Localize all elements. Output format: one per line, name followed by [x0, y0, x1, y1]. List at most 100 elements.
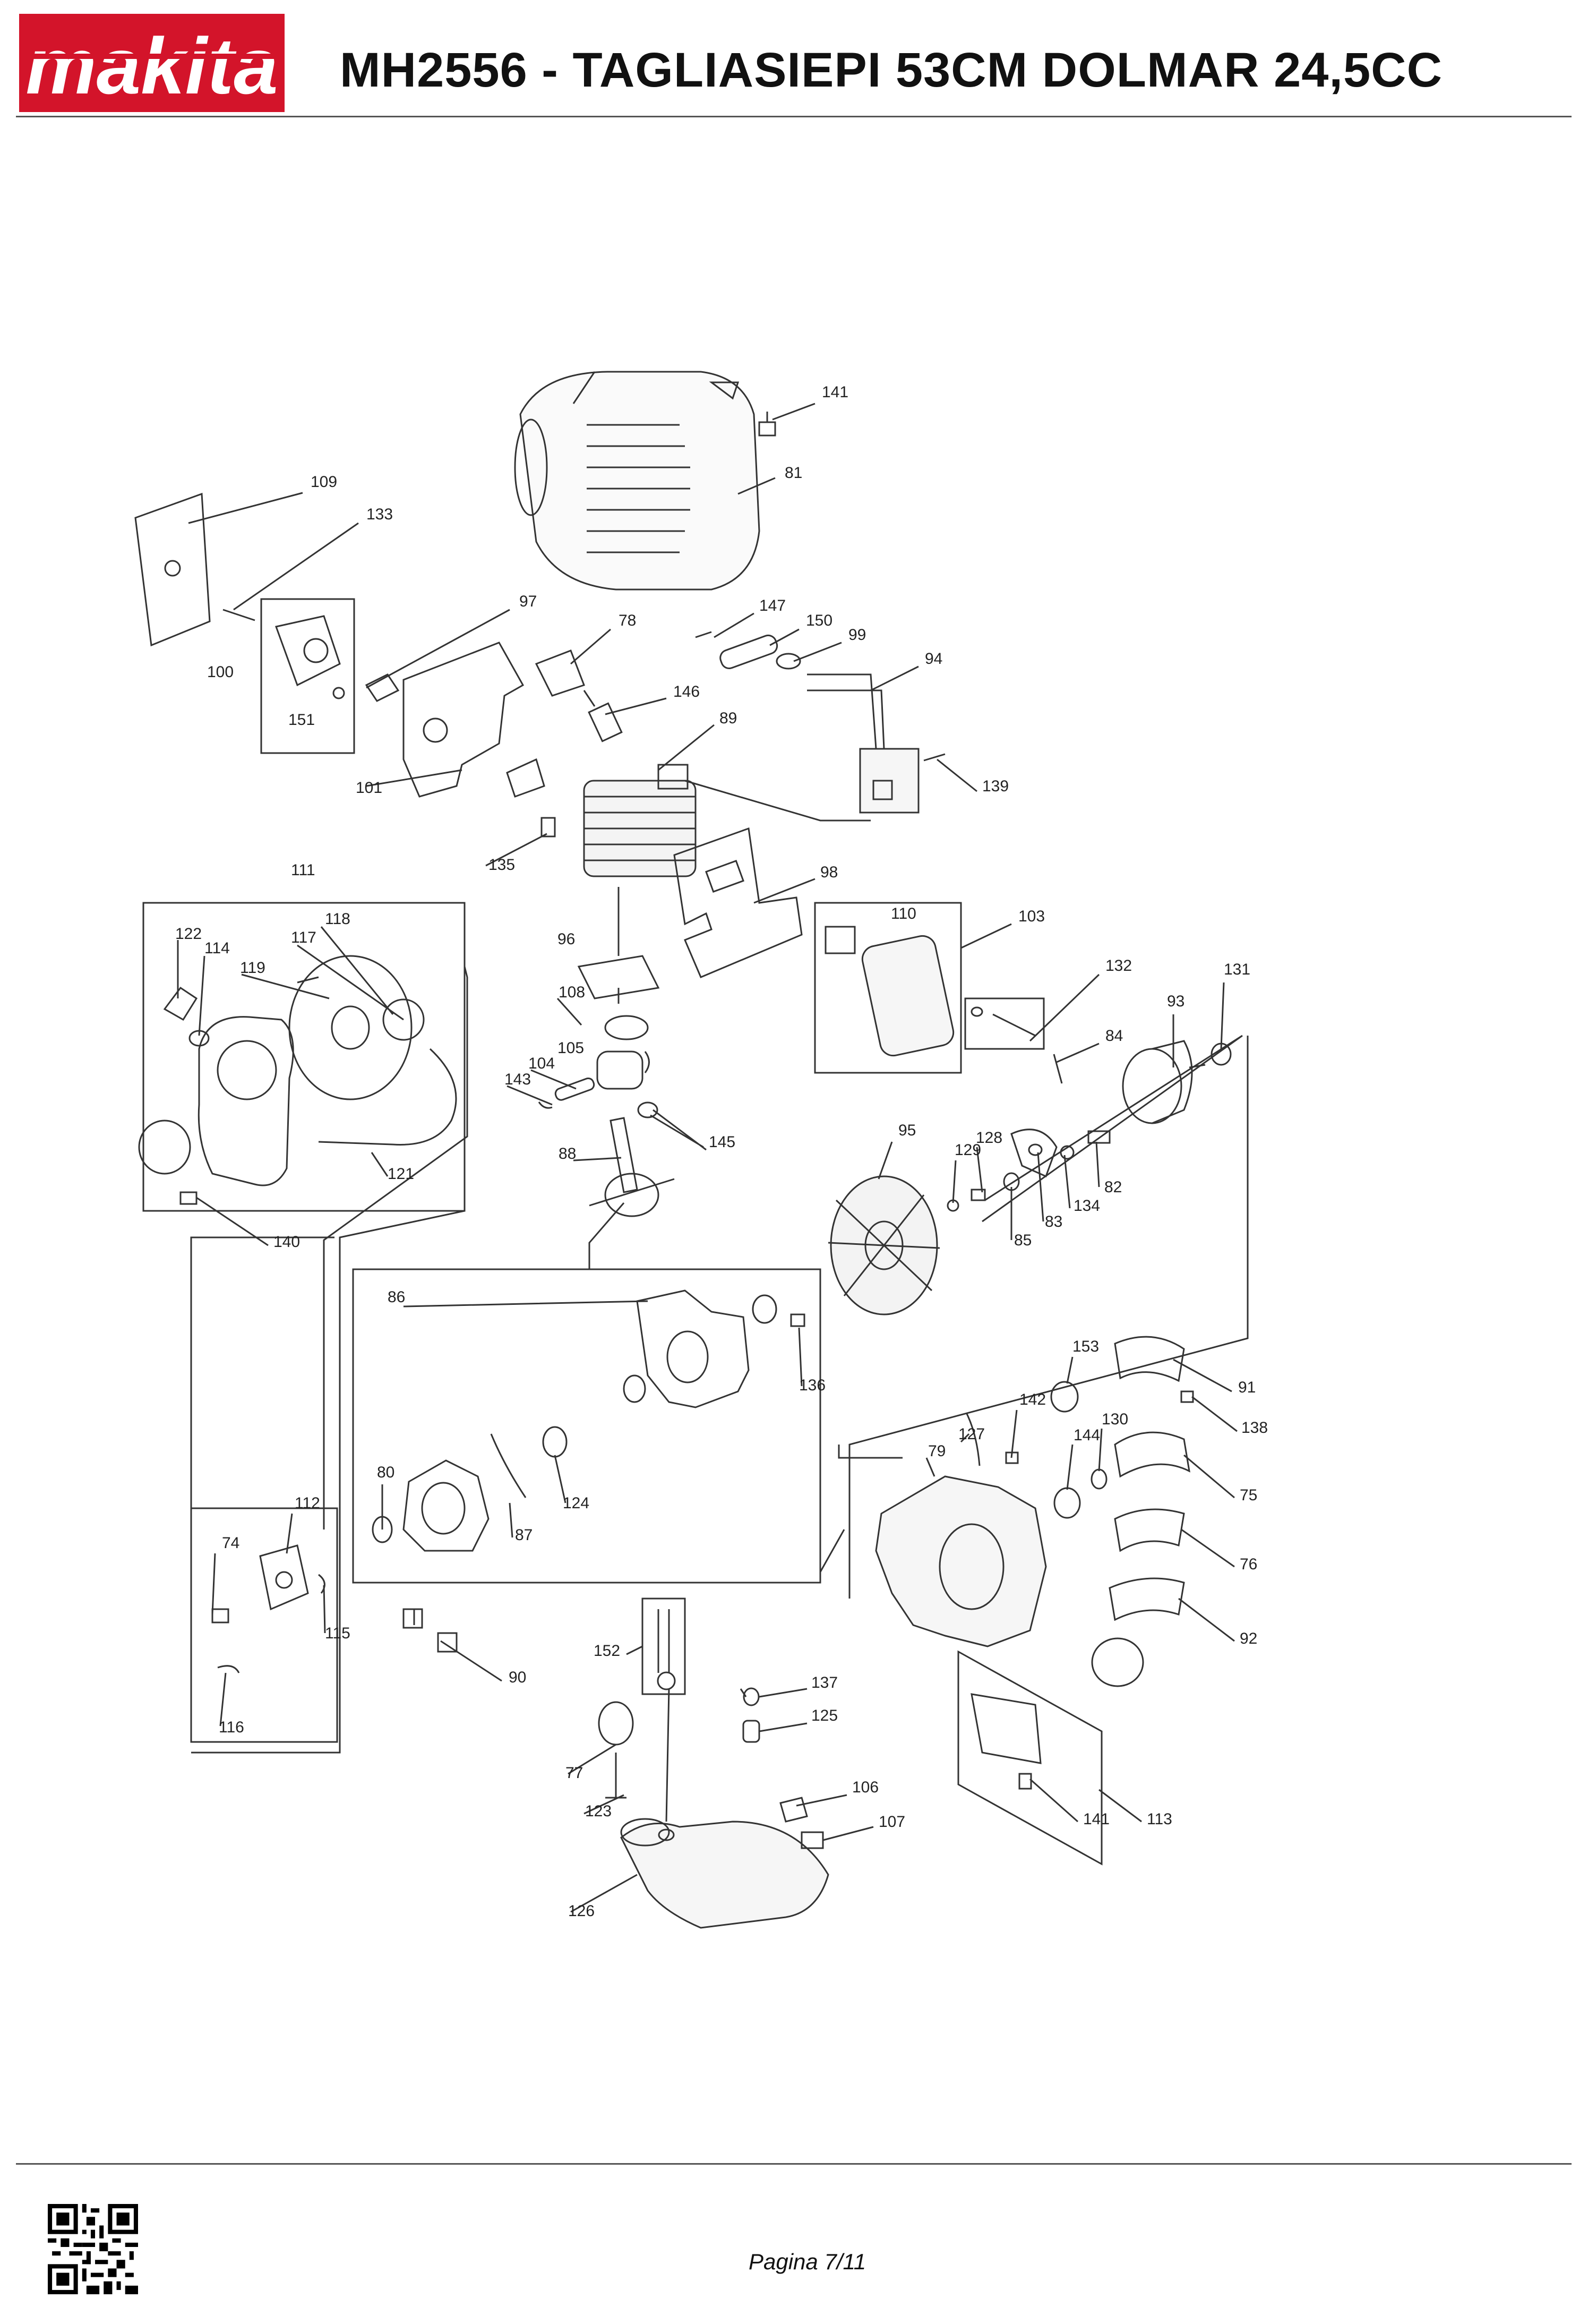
header-divider: [16, 116, 1572, 117]
part-label-152: 152: [594, 1642, 620, 1660]
part-77-fuel-cap: [598, 1701, 634, 1799]
group-box-112: [190, 1507, 338, 1743]
part-79-gear-housing: [875, 1381, 1144, 1687]
part-106-grommet: [779, 1797, 808, 1823]
part-label-77: 77: [565, 1764, 583, 1782]
part-82-bolt: [1087, 1130, 1111, 1144]
makita-logo: makita: [19, 14, 285, 112]
part-label-124: 124: [563, 1494, 589, 1512]
part-140-bolt: [179, 1191, 198, 1205]
part-label-75: 75: [1240, 1486, 1257, 1504]
part-label-106: 106: [852, 1779, 879, 1796]
part-label-81: 81: [785, 464, 802, 482]
part-label-86: 86: [388, 1288, 405, 1306]
part-108-ring: [604, 1015, 649, 1040]
part-label-127: 127: [958, 1425, 985, 1443]
part-label-109: 109: [311, 473, 337, 491]
part-label-121: 121: [388, 1165, 414, 1183]
part-92-cover: [1109, 1577, 1185, 1621]
part-98-muffler-shield: [673, 827, 803, 978]
part-147-clip: [695, 631, 712, 638]
part-label-147: 147: [759, 597, 786, 614]
part-label-74: 74: [222, 1534, 239, 1552]
part-label-76: 76: [1240, 1556, 1257, 1573]
part-141-screw: [758, 412, 776, 437]
part-152-fuel-line: [641, 1597, 686, 1695]
part-label-153: 153: [1072, 1338, 1099, 1355]
group-box-103: [814, 902, 962, 1074]
part-111-recoil-starter: [138, 955, 457, 1186]
part-label-96: 96: [557, 930, 575, 948]
part-144-bearing: [1053, 1487, 1081, 1519]
part-label-125: 125: [811, 1707, 838, 1724]
part-label-87: 87: [515, 1526, 533, 1544]
part-label-118: 118: [325, 910, 350, 928]
part-label-128: 128: [976, 1129, 1002, 1147]
part-86-crankcase: [372, 1289, 805, 1552]
group-box-111: [142, 902, 466, 1212]
part-label-114: 114: [204, 939, 230, 957]
part-label-151: 151: [288, 711, 315, 729]
part-124-bearing: [623, 1374, 646, 1403]
group-box-86: [352, 1268, 821, 1584]
part-84-spring: [1053, 1054, 1063, 1084]
part-label-94: 94: [925, 650, 942, 668]
part-127-wire: [965, 1412, 981, 1466]
part-label-113: 113: [1147, 1810, 1172, 1828]
part-91-cover: [1114, 1336, 1185, 1382]
part-label-90: 90: [509, 1669, 526, 1686]
part-label-78: 78: [619, 612, 636, 629]
part-label-92: 92: [1240, 1630, 1257, 1647]
page-number: Pagina 7/11: [749, 2249, 866, 2274]
part-label-143: 143: [504, 1071, 531, 1088]
part-label-141: 141: [1083, 1810, 1110, 1828]
part-label-134: 134: [1074, 1197, 1100, 1215]
page-title: MH2556 - TAGLIASIEPI 53CM DOLMAR 24,5CC: [340, 43, 1443, 97]
part-label-93: 93: [1167, 993, 1184, 1010]
part-104-pin: [554, 1077, 595, 1101]
part-label-119: 119: [240, 959, 265, 977]
part-112-filter-base: [217, 1544, 325, 1673]
part-100-adapter: [275, 615, 345, 699]
part-label-138: 138: [1241, 1419, 1268, 1437]
part-95-flywheel: [828, 1175, 940, 1315]
part-81-cylinder-cover: [514, 371, 760, 591]
part-103-muffler: [825, 926, 955, 1057]
part-label-110: 110: [891, 905, 916, 922]
part-label-150: 150: [806, 612, 832, 629]
part-label-100: 100: [207, 663, 234, 681]
part-145-bearing: [637, 1101, 658, 1118]
part-label-129: 129: [955, 1141, 981, 1159]
part-label-83: 83: [1045, 1213, 1062, 1231]
part-label-104: 104: [528, 1055, 555, 1072]
group-box-100: [260, 598, 355, 754]
part-138-screw: [1180, 1390, 1194, 1403]
part-label-91: 91: [1238, 1379, 1256, 1396]
part-label-140: 140: [273, 1233, 300, 1251]
part-122-handle: [163, 986, 198, 1021]
part-label-85: 85: [1014, 1232, 1032, 1249]
part-label-105: 105: [557, 1039, 584, 1057]
part-label-115: 115: [325, 1625, 350, 1642]
part-label-130: 130: [1102, 1411, 1128, 1428]
part-label-84: 84: [1105, 1027, 1123, 1045]
part-118-pulley: [382, 998, 425, 1041]
part-label-116: 116: [219, 1719, 244, 1736]
qr-code-icon: [48, 2204, 138, 2294]
brand-wordmark: makita: [25, 21, 278, 110]
group-box-132: [964, 997, 1045, 1050]
part-89-cylinder: [583, 764, 697, 877]
part-label-80: 80: [377, 1464, 394, 1481]
part-125-filter: [742, 1720, 760, 1743]
part-label-123: 123: [585, 1802, 612, 1820]
part-150-pin: [719, 634, 778, 669]
page-header: makita MH2556 - TAGLIASIEPI 53CM DOLMAR …: [0, 0, 1588, 122]
part-105-piston: [596, 1050, 650, 1090]
part-label-97: 97: [519, 593, 537, 610]
part-90-damper: [402, 1608, 423, 1629]
part-label-98: 98: [820, 864, 838, 881]
part-143-circlip: [538, 1101, 553, 1109]
part-label-99: 99: [848, 626, 866, 644]
part-label-146: 146: [673, 683, 700, 700]
